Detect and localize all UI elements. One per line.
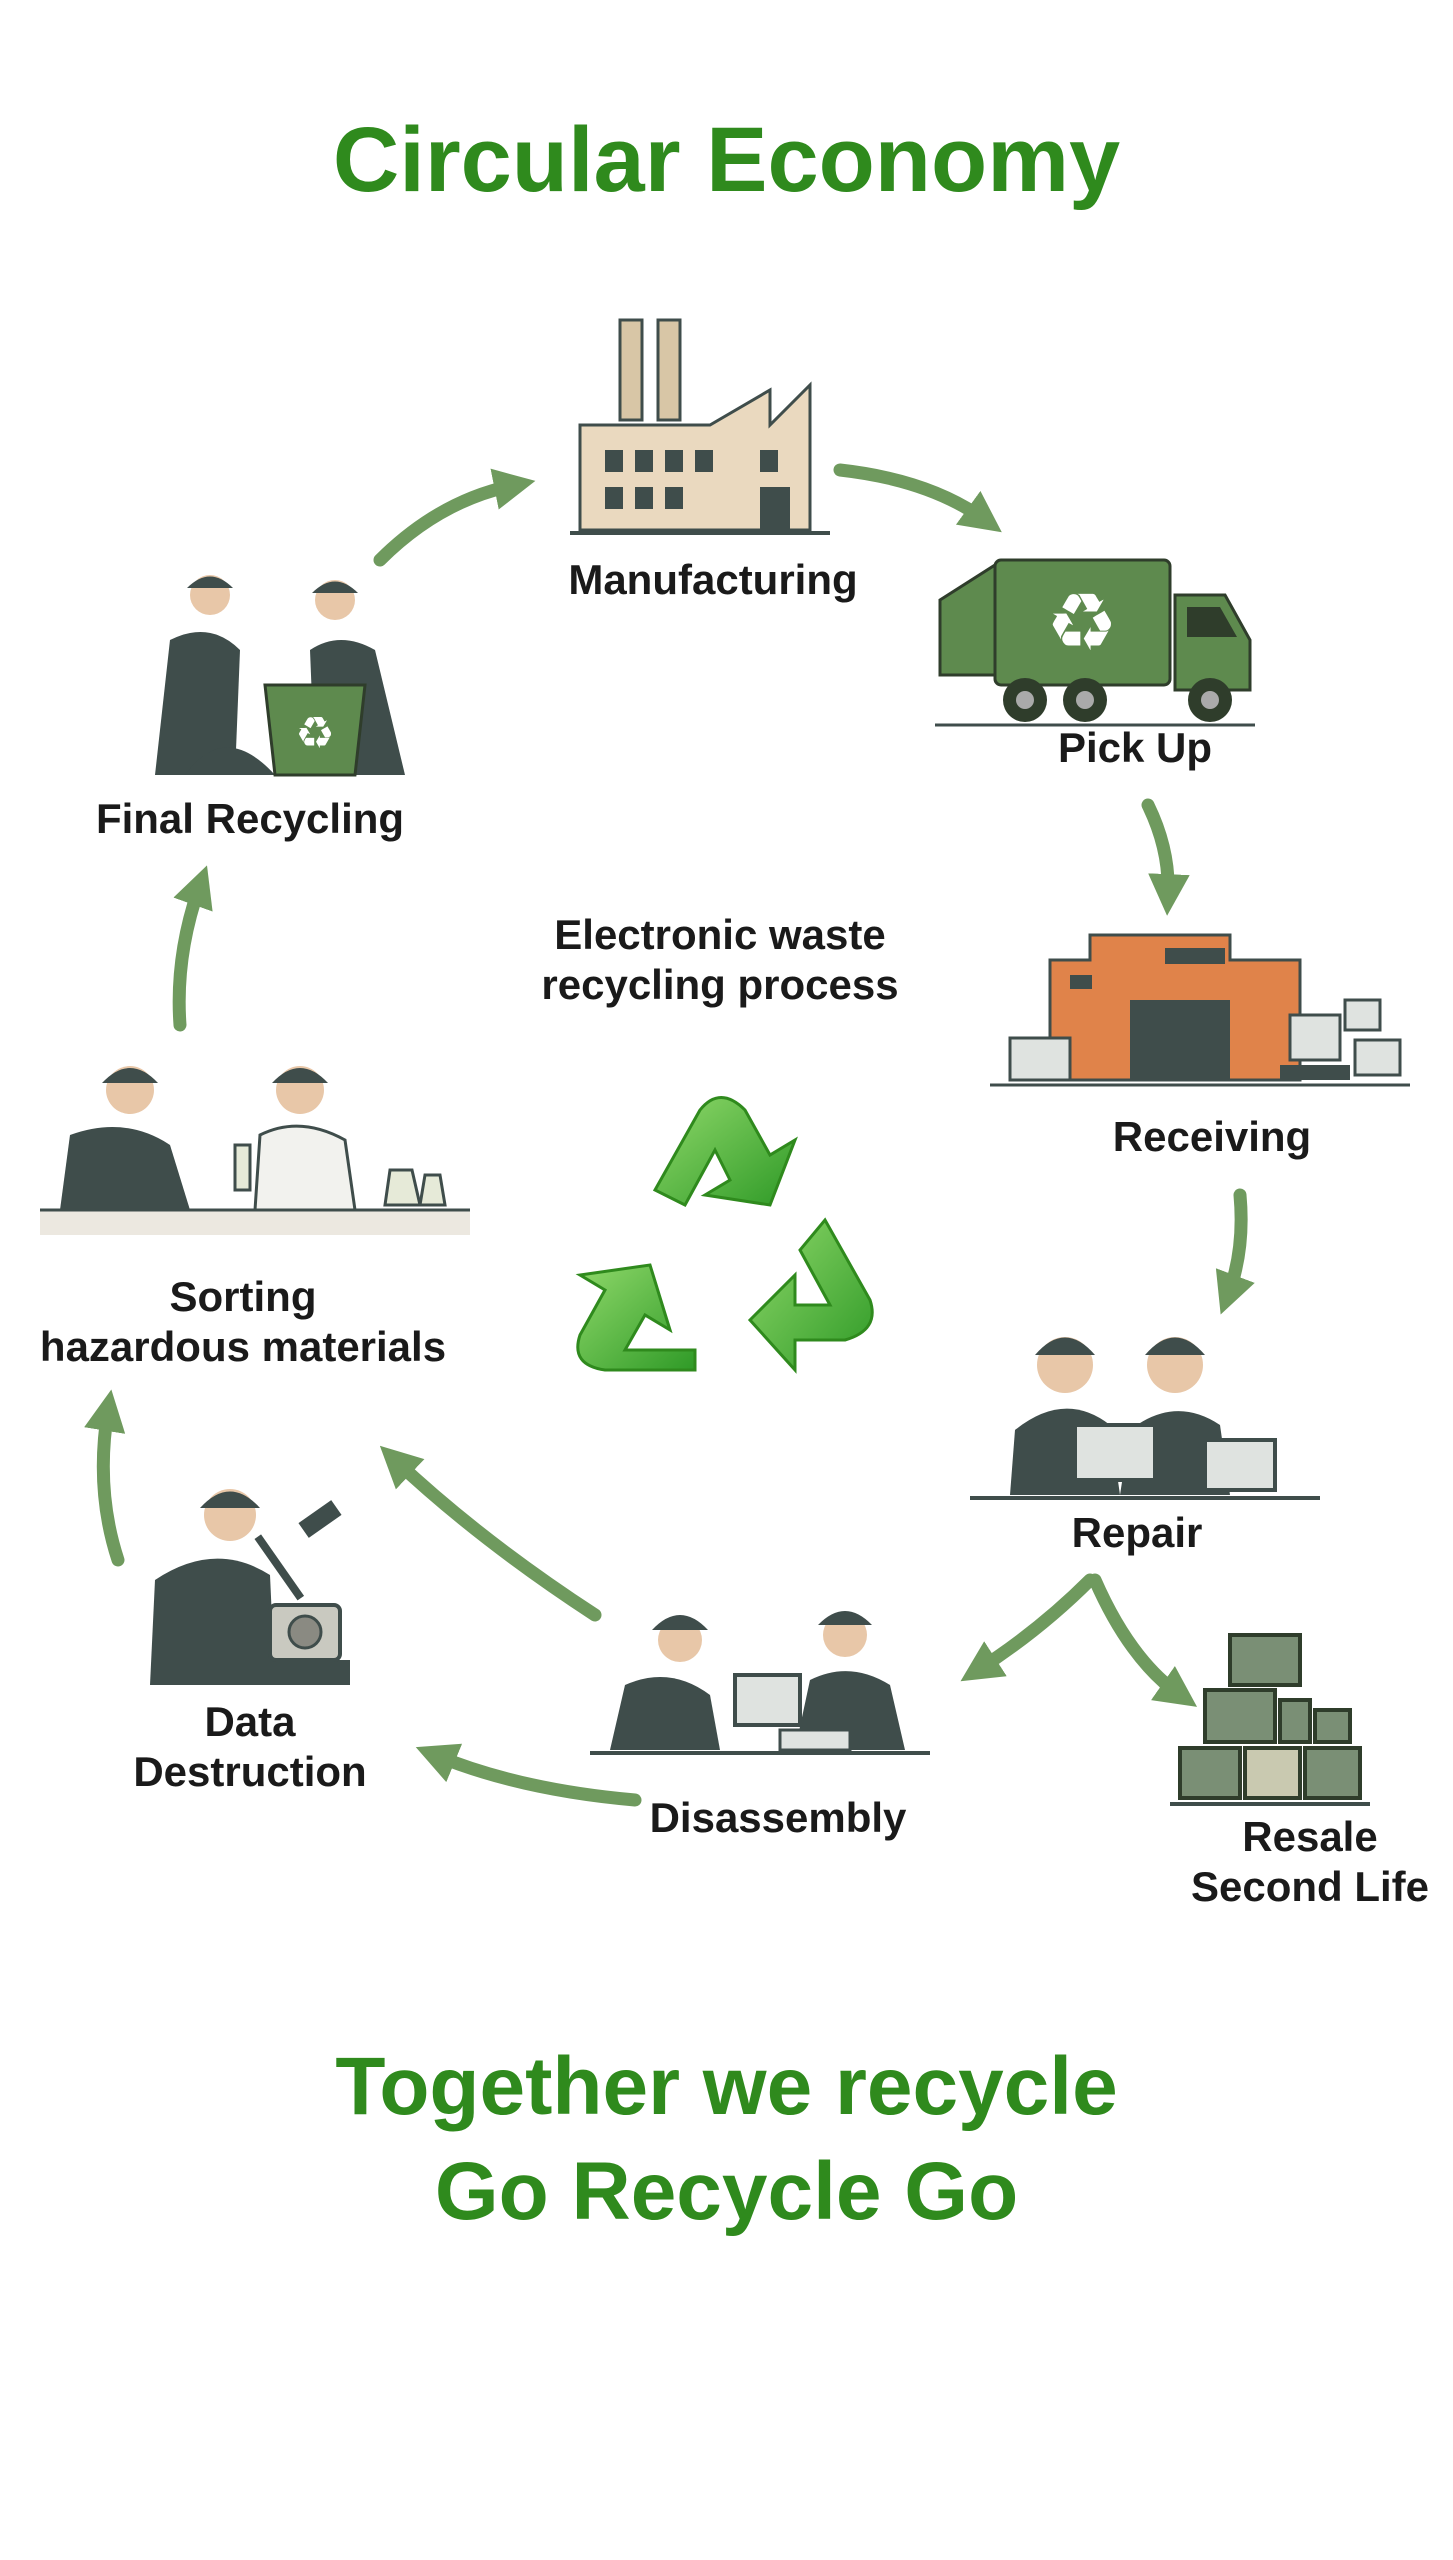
arrow-receiving-to-repair xyxy=(1215,1188,1255,1315)
data-destruction-line-1: Data xyxy=(204,1698,296,1745)
arrow-repair-to-resale xyxy=(1088,1573,1198,1707)
stacked-monitors-icon xyxy=(1170,1633,1370,1806)
arrow-manufacturing-to-pickup xyxy=(833,463,1002,533)
footer-line-2: Go Recycle Go xyxy=(434,2146,1019,2237)
recycle-symbol-icon xyxy=(575,1096,874,1374)
stage-label-receiving: Receiving xyxy=(1112,1113,1312,1160)
arrow-disassembly-to-sorting xyxy=(379,1445,602,1622)
page-title: Circular Economy xyxy=(332,109,1121,211)
data-destruction-line-2: Destruction xyxy=(133,1748,367,1796)
resale-line-2: Second Life xyxy=(1190,1863,1430,1911)
stage-label-final-recycling: Final Recycling xyxy=(95,795,405,842)
stage-label-resale: Resale Second Life xyxy=(1191,1812,1429,1913)
arrow-disassembly-to-data xyxy=(415,1743,642,1807)
stage-label-data-destruction: Data Destruction xyxy=(133,1697,366,1798)
center-caption: Electronic waste recycling process xyxy=(541,910,898,1011)
arrow-pickup-to-receiving xyxy=(1141,798,1190,916)
lab-workers-icon xyxy=(40,1066,470,1235)
resale-line-1: Resale xyxy=(1242,1813,1378,1860)
arrow-sorting-to-final xyxy=(172,865,213,1032)
stage-label-manufacturing: Manufacturing xyxy=(568,556,858,603)
disassembly-workers-icon xyxy=(590,1611,930,1755)
recycling-truck-icon: ♻ xyxy=(935,558,1255,727)
center-caption-line-2: recycling process xyxy=(541,961,899,1009)
stage-label-sorting: Sorting hazardous materials xyxy=(40,1272,446,1373)
recycling-bin-workers-icon: ♻ xyxy=(155,575,405,777)
stage-label-repair: Repair xyxy=(1071,1509,1203,1556)
footer-line-1: Together we recycle xyxy=(335,2041,1118,2132)
sorting-line-1: Sorting xyxy=(169,1273,317,1320)
stage-label-disassembly: Disassembly xyxy=(649,1794,907,1841)
center-caption-line-1: Electronic waste xyxy=(554,911,886,958)
arrow-data-to-sorting xyxy=(84,1389,126,1567)
factory-icon xyxy=(570,318,830,535)
svg-text:♻: ♻ xyxy=(1046,576,1118,669)
repair-workers-icon xyxy=(970,1337,1320,1500)
sorting-line-2: hazardous materials xyxy=(39,1323,447,1371)
svg-text:♻: ♻ xyxy=(295,708,334,759)
stage-label-pick-up: Pick Up xyxy=(1057,724,1213,771)
hammer-hard-drive-icon xyxy=(150,1489,350,1685)
warehouse-icon xyxy=(990,933,1410,1087)
arrow-final-to-manufacturing xyxy=(373,468,536,567)
arrow-repair-to-disassembly xyxy=(960,1573,1097,1682)
